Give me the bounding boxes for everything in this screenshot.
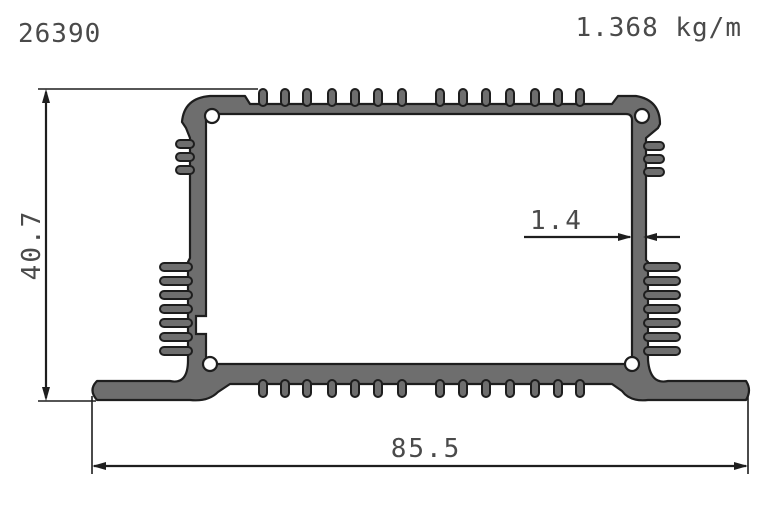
fin-top xyxy=(258,88,268,107)
fin-right xyxy=(643,154,665,164)
fin-bottom xyxy=(435,379,445,398)
fin-left xyxy=(175,165,195,175)
fin-bottom xyxy=(397,379,407,398)
weight-label: 1.368 kg/m xyxy=(575,13,742,43)
wall-arrow-left xyxy=(618,233,632,241)
width-arrow-right xyxy=(734,462,748,470)
fin-bottom xyxy=(481,379,491,398)
fin-bottom xyxy=(302,379,312,398)
heatsink-fins xyxy=(159,88,681,398)
fin-top xyxy=(435,88,445,107)
fin-bottom xyxy=(280,379,290,398)
fin-top xyxy=(350,88,360,107)
fin-bottom xyxy=(327,379,337,398)
fin-bottom xyxy=(530,379,540,398)
width-dimension: 85.5 xyxy=(91,396,749,474)
extrusion-profile xyxy=(91,88,751,402)
fin-left xyxy=(159,262,193,272)
fin-bottom xyxy=(258,379,268,398)
fin-bottom xyxy=(575,379,585,398)
fin-top xyxy=(327,88,337,107)
fin-right xyxy=(643,262,681,272)
part-number: 26390 xyxy=(18,19,101,49)
height-value: 40.7 xyxy=(17,210,47,281)
screw-boss-bottom-left xyxy=(201,355,219,373)
fin-top xyxy=(481,88,491,107)
fin-bottom xyxy=(350,379,360,398)
fin-right xyxy=(643,304,681,314)
fin-top xyxy=(280,88,290,107)
screw-boss-bottom-right xyxy=(623,355,641,373)
fin-left xyxy=(159,304,193,314)
fin-bottom xyxy=(505,379,515,398)
fin-top xyxy=(397,88,407,107)
fin-left xyxy=(159,276,193,286)
fin-top xyxy=(302,88,312,107)
fin-left xyxy=(159,332,193,342)
fin-right xyxy=(643,276,681,286)
fin-top xyxy=(505,88,515,107)
fin-left xyxy=(159,290,193,300)
fin-right xyxy=(643,346,681,356)
fin-bottom xyxy=(373,379,383,398)
width-value: 85.5 xyxy=(391,434,462,464)
fin-left xyxy=(159,318,193,328)
wall-arrow-right xyxy=(643,233,657,241)
fin-right xyxy=(643,290,681,300)
width-arrow-left xyxy=(92,462,106,470)
fin-bottom xyxy=(458,379,468,398)
fin-top xyxy=(373,88,383,107)
fin-left xyxy=(159,346,193,356)
height-dimension: 40.7 xyxy=(17,88,258,402)
fin-top xyxy=(575,88,585,107)
fin-left xyxy=(175,152,195,162)
wall-thickness-dimension: 1.4 xyxy=(524,206,680,241)
fin-bottom xyxy=(553,379,563,398)
wall-thickness-value: 1.4 xyxy=(530,206,583,236)
profile-cavity xyxy=(194,112,634,366)
fin-top xyxy=(553,88,563,107)
fin-right xyxy=(643,141,665,151)
fin-right xyxy=(643,332,681,342)
fin-right xyxy=(643,318,681,328)
fin-left xyxy=(175,139,195,149)
screw-boss-top-left xyxy=(203,107,221,125)
fin-right xyxy=(643,167,665,177)
height-arrow-bottom xyxy=(42,387,50,401)
height-arrow-top xyxy=(42,89,50,103)
screw-boss-top-right xyxy=(633,107,651,125)
fin-top xyxy=(458,88,468,107)
fin-top xyxy=(530,88,540,107)
